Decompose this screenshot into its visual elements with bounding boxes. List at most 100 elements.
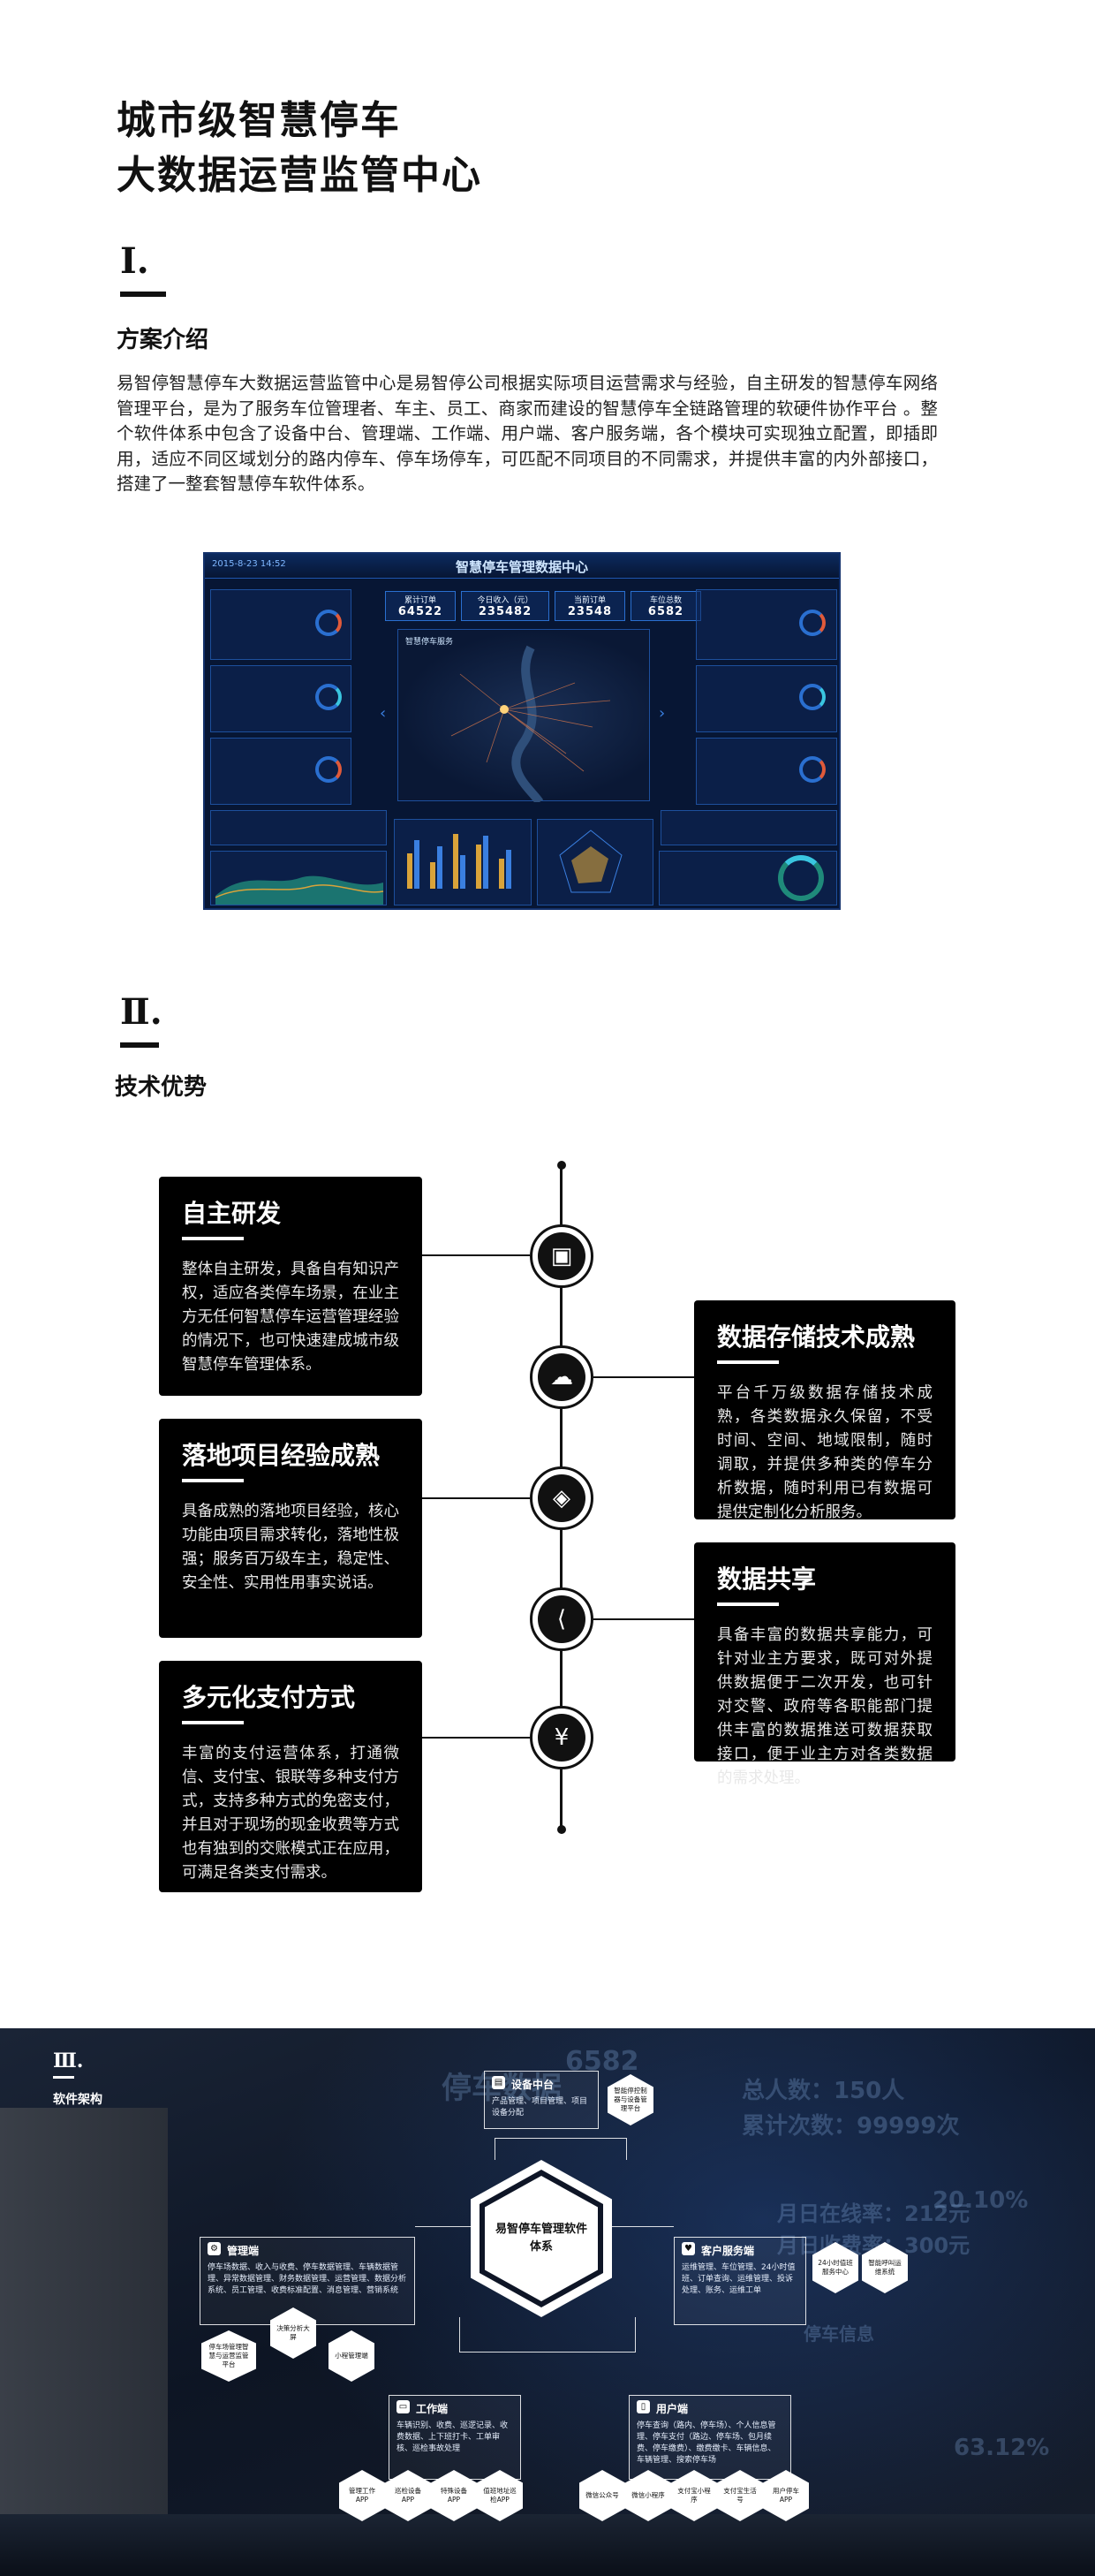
work-box: ▭ 工作端 车辆识别、收费、巡逻记录、收费数据、上下班打卡、工单审核、巡检事故处… bbox=[389, 2395, 521, 2480]
right-gauge-strip bbox=[661, 810, 837, 845]
bar-mark bbox=[460, 855, 465, 889]
donut-icon bbox=[778, 855, 824, 901]
box-desc: 产品管理、项目管理、项目设备分配 bbox=[492, 2097, 588, 2118]
kpi-today-income: 今日收入（元）235482 bbox=[461, 591, 549, 621]
gauge-icon bbox=[799, 684, 826, 710]
section-1-heading: 方案介绍 bbox=[117, 327, 209, 353]
device-platform-box: ▤ 设备中台 产品管理、项目管理、项目设备分配 bbox=[484, 2071, 599, 2129]
right-panel-2 bbox=[696, 665, 837, 732]
box-glyph: ◈ bbox=[538, 1474, 585, 1522]
hex-item: 支付宝生活号 bbox=[717, 2470, 763, 2521]
title-line-1: 城市级智慧停车 bbox=[117, 98, 401, 143]
section-3-underline bbox=[53, 2076, 74, 2079]
city-map: 智慧停车服务 bbox=[397, 629, 650, 805]
card-title: 落地项目经验成熟 bbox=[182, 1441, 381, 1470]
connector-line bbox=[593, 1376, 694, 1378]
kpi-value: 64522 bbox=[397, 605, 443, 618]
hex-item: 值班地址巡检APP bbox=[477, 2470, 523, 2521]
right-panel-3 bbox=[696, 738, 837, 805]
left-panel-1 bbox=[210, 589, 351, 660]
kpi-value: 235482 bbox=[478, 605, 532, 618]
hex-item: 巡检设备APP bbox=[385, 2470, 431, 2521]
box-desc: 停车场数据、收入与收费、停车数据管理、车辆数据管理、异常数据管理、财务数据管理、… bbox=[208, 2263, 407, 2295]
bar-mark bbox=[437, 846, 442, 889]
page-title: 城市级智慧停车 大数据运营监管中心 bbox=[117, 94, 482, 203]
card-title: 多元化支付方式 bbox=[182, 1683, 356, 1712]
area-chart-graphic bbox=[215, 875, 384, 905]
hex-item: 支付宝小程序 bbox=[671, 2470, 717, 2521]
box-title: 设备中台 bbox=[511, 2079, 555, 2091]
box-desc: 运维管理、车位管理、24小时值班、订单查询、运维管理、投诉处理、账务、运维工单 bbox=[682, 2263, 796, 2295]
card-text: 丰富的支付运营体系，打通微信、支付宝、银联等多种支付方式，支持多种方式的免密支付… bbox=[182, 1745, 399, 1882]
left-area-chart bbox=[210, 851, 387, 905]
connector-line bbox=[422, 1254, 530, 1256]
bottom-radar-chart bbox=[537, 819, 653, 905]
chevron-left-icon: ‹ bbox=[380, 704, 387, 723]
dashboard-title: 智慧停车管理数据中心 bbox=[455, 559, 588, 575]
yen-glyph: ¥ bbox=[538, 1714, 585, 1762]
kpi-label: 累计订单 bbox=[404, 596, 436, 605]
card-underline bbox=[717, 1602, 779, 1606]
hex-item: 微信小程序 bbox=[625, 2470, 671, 2521]
bg-text: 20.10% bbox=[933, 2187, 1029, 2214]
box-title: 客户服务端 bbox=[701, 2245, 755, 2257]
bar-mark bbox=[407, 853, 412, 889]
card-title: 自主研发 bbox=[182, 1199, 282, 1228]
connector-line bbox=[422, 1737, 530, 1739]
hex-item: 微信公众号 bbox=[579, 2470, 625, 2521]
dashboard-header: 2015-8-23 14:52 智慧停车管理数据中心 bbox=[205, 554, 839, 579]
bg-text: 63.12% bbox=[954, 2435, 1050, 2461]
section-2-number: Ⅱ. bbox=[120, 991, 162, 1033]
management-box: ⚙ 管理端 停车场数据、收入与收费、停车数据管理、车辆数据管理、异常数据管理、财… bbox=[200, 2237, 415, 2325]
hex-item: 小程管理端 bbox=[328, 2330, 374, 2382]
hex-item: 管理工作APP bbox=[339, 2470, 385, 2521]
connector-frame bbox=[415, 2226, 471, 2227]
dashboard-date: 2015-8-23 14:52 bbox=[212, 559, 286, 569]
card-self-developed: 自主研发 整体自主研发，具备自有知识产权，适应各类停车场景，在业主方无任何智慧停… bbox=[159, 1177, 422, 1396]
gauge-icon bbox=[315, 684, 342, 710]
section-2-underline bbox=[120, 1042, 159, 1048]
card-text: 具备丰富的数据共享能力，可针对业主方要求，既可对外提供数据便于二次开发，也可针对… bbox=[717, 1626, 933, 1787]
title-line-2: 大数据运营监管中心 bbox=[117, 153, 482, 198]
connector-frame bbox=[459, 2317, 636, 2352]
box-title: 管理端 bbox=[227, 2245, 260, 2257]
kpi-value: 6582 bbox=[647, 605, 684, 618]
card-payment: 多元化支付方式 丰富的支付运营体系，打通微信、支付宝、银联等多种支付方式，支持多… bbox=[159, 1661, 422, 1892]
connector-frame bbox=[612, 2226, 674, 2227]
connector-frame bbox=[495, 2138, 627, 2160]
gauge-icon bbox=[315, 756, 342, 783]
map-title: 智慧停车服务 bbox=[405, 638, 454, 647]
card-data-sharing: 数据共享 具备丰富的数据共享能力，可针对业主方要求，既可对外提供数据便于二次开发… bbox=[694, 1542, 955, 1787]
share-icon: ⟨ bbox=[530, 1587, 593, 1651]
gear-icon: ⚙ bbox=[208, 2242, 221, 2255]
cloud-icon: ☁ bbox=[530, 1345, 593, 1409]
card-underline bbox=[182, 1479, 244, 1482]
left-panel-3 bbox=[210, 738, 351, 805]
bar-mark bbox=[453, 834, 458, 889]
cloud-glyph: ☁ bbox=[538, 1353, 585, 1401]
phone-icon: ▯ bbox=[637, 2400, 650, 2413]
kpi-label: 今日收入（元） bbox=[477, 596, 533, 605]
chip-icon: ▣ bbox=[530, 1224, 593, 1288]
kpi-label: 车位总数 bbox=[649, 596, 682, 605]
box-icon: ◈ bbox=[530, 1466, 593, 1530]
box-desc: 停车查询（路内、停车场）、个人信息管理、停车支付（路边、停车场、包月续费、停车缴… bbox=[637, 2421, 776, 2465]
bar-mark bbox=[430, 862, 435, 889]
left-panel-2 bbox=[210, 665, 351, 732]
gauge-icon bbox=[315, 610, 342, 636]
hex-item: 智能呼叫运维系统 bbox=[862, 2242, 908, 2293]
map-flow-graphic bbox=[450, 645, 611, 805]
left-gauge-strip bbox=[210, 810, 387, 845]
chip-glyph: ▣ bbox=[538, 1232, 585, 1280]
hex-item: 特殊设备APP bbox=[431, 2470, 477, 2521]
card-text: 平台千万级数据存储技术成熟，各类数据永久保留，不受时间、空间、地域限制，随时调取… bbox=[717, 1384, 933, 1521]
section-2-heading: 技术优势 bbox=[115, 1074, 208, 1101]
section-3-number: Ⅲ. bbox=[53, 2049, 84, 2072]
hex-item: 用户停车APP bbox=[763, 2470, 809, 2521]
box-title: 工作端 bbox=[416, 2403, 449, 2415]
share-glyph: ⟨ bbox=[538, 1595, 585, 1643]
bar-mark bbox=[483, 836, 488, 889]
